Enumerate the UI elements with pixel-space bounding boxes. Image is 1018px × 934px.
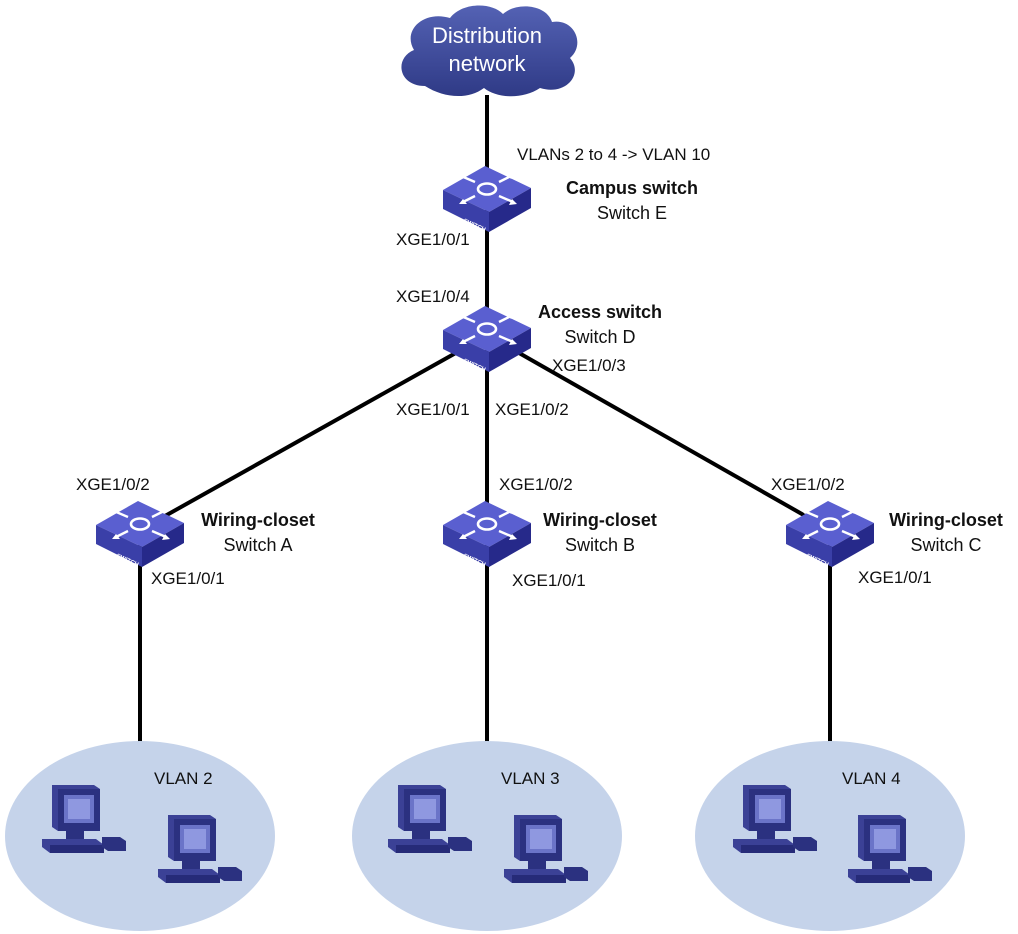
cloud-label-line1: Distribution — [432, 23, 542, 48]
switch-c-role: Wiring-closet — [889, 510, 1003, 530]
vlan-4-label: VLAN 4 — [842, 769, 901, 788]
vlan-mapping-note: VLANs 2 to 4 -> VLAN 10 — [517, 145, 710, 164]
vlan-3-area: VLAN 3 — [352, 741, 622, 931]
port-a-down: XGE1/0/1 — [151, 569, 225, 588]
switch-a-role: Wiring-closet — [201, 510, 315, 530]
switch-icon — [441, 164, 533, 234]
port-e-down: XGE1/0/1 — [396, 230, 470, 249]
switch-b[interactable]: SWITCH Wiring-closet Switch B — [441, 499, 657, 569]
vlan-3-label: VLAN 3 — [501, 769, 560, 788]
switch-a-name: Switch A — [223, 535, 292, 555]
port-d-up: XGE1/0/4 — [396, 287, 470, 306]
port-d-to-a: XGE1/0/1 — [396, 400, 470, 419]
switch-e-name: Switch E — [597, 203, 667, 223]
vlan-area-ellipse — [695, 741, 965, 931]
distribution-network-cloud: Distribution network — [401, 5, 578, 97]
switch-c-name: Switch C — [910, 535, 981, 555]
switch-b-name: Switch B — [565, 535, 635, 555]
vlan-area-ellipse — [352, 741, 622, 931]
switch-b-role: Wiring-closet — [543, 510, 657, 530]
switch-d-role: Access switch — [538, 302, 662, 322]
port-b-down: XGE1/0/1 — [512, 571, 586, 590]
port-a-up: XGE1/0/2 — [76, 475, 150, 494]
switch-e[interactable]: SWITCH Campus switch Switch E — [441, 164, 698, 234]
link-switch-d-to-switch-c — [504, 343, 831, 532]
switch-e-role: Campus switch — [566, 178, 698, 198]
switch-d-name: Switch D — [564, 327, 635, 347]
port-b-up: XGE1/0/2 — [499, 475, 573, 494]
vlan-area-ellipse — [5, 741, 275, 931]
port-d-to-b: XGE1/0/2 — [495, 400, 569, 419]
vlan-2-area: VLAN 2 — [5, 741, 275, 931]
switch-icon — [441, 499, 533, 569]
switch-a[interactable]: SWITCH Wiring-closet Switch A — [94, 499, 315, 568]
vlan-4-area: VLAN 4 — [695, 741, 965, 931]
port-d-to-c: XGE1/0/3 — [552, 356, 626, 375]
port-c-up: XGE1/0/2 — [771, 475, 845, 494]
switch-icon — [441, 304, 533, 374]
link-switch-d-to-switch-a — [139, 343, 471, 532]
switch-c[interactable]: SWITCH Wiring-closet Switch C — [784, 499, 1003, 568]
cloud-label-line2: network — [448, 51, 526, 76]
cloud-shape — [401, 5, 578, 97]
vlan-2-label: VLAN 2 — [154, 769, 213, 788]
port-c-down: XGE1/0/1 — [858, 568, 932, 587]
